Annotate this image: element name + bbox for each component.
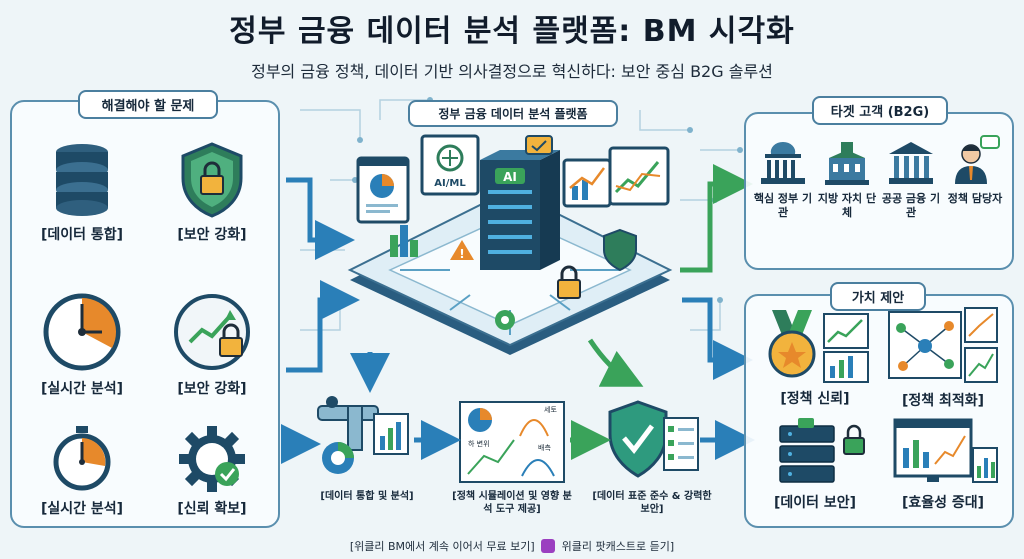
- problem-label: [데이터 통합]: [40, 227, 124, 243]
- value-policy-trust: [정책 신뢰]: [752, 306, 878, 408]
- customer-local-gov: 지방 자치 단체: [816, 138, 878, 220]
- bank-icon: [889, 142, 933, 184]
- value-data-security: [데이터 보안]: [752, 418, 878, 512]
- officer-icon: [955, 135, 1000, 184]
- podcast-icon: [541, 539, 556, 553]
- customer-policy-officer: 정책 담당자: [944, 134, 1006, 206]
- sim-mini-label-b: 배측: [538, 443, 551, 452]
- stopwatch-icon: [53, 426, 111, 491]
- dashboard-icon: [893, 418, 998, 483]
- problems-panel-title: 해결해야 할 문제: [78, 90, 218, 119]
- chart-lock-icon: [174, 294, 250, 370]
- gear-check-icon: [179, 426, 245, 492]
- monitor-aiml: AI/ML: [420, 134, 480, 196]
- sim-mini-label-a: 세토: [544, 405, 557, 414]
- problem-realtime: [실시간 분석]: [22, 290, 142, 398]
- value-label: [효율성 증대]: [901, 495, 985, 511]
- problem-security-2: [보안 강화]: [152, 290, 272, 398]
- value-label: [정책 최적화]: [901, 393, 985, 409]
- ai-chip-label: AI: [503, 170, 517, 184]
- gauge-icon: [43, 293, 121, 371]
- database-icon: [56, 144, 108, 216]
- problem-trust: [신뢰 확보]: [152, 424, 272, 518]
- problem-label: [신뢰 확보]: [177, 501, 247, 517]
- problem-realtime-2: [실시간 분석]: [22, 424, 142, 518]
- value-efficiency: [효율성 증대]: [880, 418, 1006, 512]
- problem-label: [보안 강화]: [177, 381, 247, 397]
- footer: [위클리 BM에서 계속 이어서 무료 보기] 위클리 팟캐스트로 듣기]: [0, 538, 1024, 554]
- problem-label: [실시간 분석]: [40, 501, 124, 517]
- capitol-icon: [761, 141, 805, 184]
- customer-label: 공공 금융 기관: [881, 192, 941, 219]
- monitor-trend: [608, 146, 670, 206]
- process-step-label: [데이터 표준 준수 & 강력한 보안]: [592, 491, 712, 515]
- process-step-label: [정책 시뮬레이션 및 영향 분석 도구 제공]: [452, 491, 572, 515]
- customer-label: 지방 자치 단체: [817, 192, 877, 219]
- problem-label: [보안 강화]: [177, 227, 247, 243]
- platform-title: 정부 금융 데이터 분석 플랫폼: [408, 100, 618, 127]
- network-chart-icon: [888, 307, 998, 383]
- value-label: [정책 신뢰]: [780, 391, 850, 407]
- footer-link-blog[interactable]: [위클리 BM에서 계속 이어서 무료 보기]: [349, 540, 535, 553]
- value-panel-title: 가치 제안: [830, 282, 926, 311]
- customers-panel: [744, 112, 1014, 270]
- page-title: 정부 금융 데이터 분석 플랫폼: BM 시각화: [229, 14, 795, 49]
- city-hall-icon: [825, 142, 869, 185]
- value-label: [데이터 보안]: [773, 495, 857, 511]
- footer-link-podcast[interactable]: 위클리 팟캐스트로 듣기]: [561, 540, 675, 553]
- problem-label: [실시간 분석]: [40, 381, 124, 397]
- process-pipes-icon: [317, 396, 409, 474]
- customer-public-finance: 공공 금융 기관: [880, 138, 942, 220]
- process-simulation-icon: 세토 배측 하 변위: [459, 401, 565, 483]
- monitor-pie-chart: [356, 156, 410, 224]
- medal-icon: [768, 310, 869, 383]
- process-step-label: [데이터 통합 및 분석]: [320, 491, 414, 502]
- problem-data-integration: [데이터 통합]: [22, 140, 142, 244]
- sim-mini-label-c: 하 변위: [468, 439, 490, 448]
- customers-panel-title: 타겟 고객 (B2G): [812, 96, 948, 125]
- problem-security: [보안 강화]: [152, 140, 272, 244]
- shield-lock-icon: [181, 142, 243, 218]
- server-lock-icon: [779, 418, 865, 483]
- monitor-line-chart: [562, 158, 612, 208]
- customer-label: 정책 담당자: [947, 192, 1003, 205]
- customer-label: 핵심 정부 기관: [753, 192, 813, 219]
- value-policy-optimization: [정책 최적화]: [880, 306, 1006, 410]
- platform-illustration: AI !: [347, 150, 673, 355]
- svg-text:!: !: [459, 247, 464, 261]
- monitor-chat: [525, 135, 553, 155]
- customer-central-gov: 핵심 정부 기관: [752, 138, 814, 220]
- aiml-label: AI/ML: [434, 178, 466, 189]
- page-subtitle: 정부의 금융 정책, 데이터 기반 의사결정으로 혁신하다: 보안 중심 B2G…: [251, 62, 773, 81]
